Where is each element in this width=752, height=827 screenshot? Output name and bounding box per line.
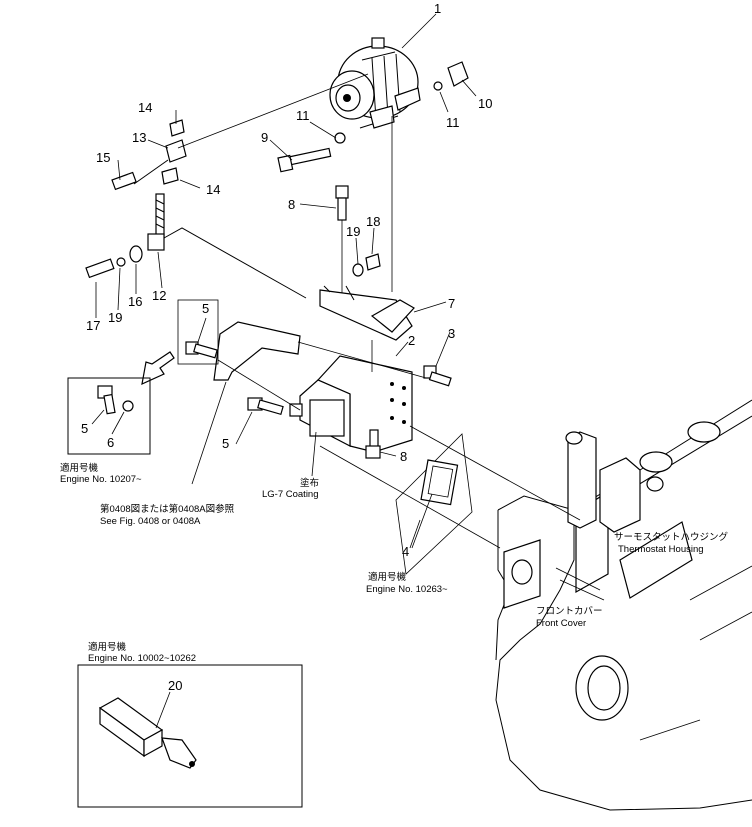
plate-support (177, 299, 301, 381)
callout-3: 3 (448, 326, 455, 341)
callout-5-upper: 5 (202, 301, 209, 316)
callouts: 1 2 3 4 5 5 5 6 7 8 8 9 10 11 11 12 13 1… (81, 1, 492, 693)
callout-12: 12 (152, 288, 166, 303)
engine-block (495, 399, 752, 811)
callout-8-upper: 8 (288, 197, 295, 212)
note-thermostat-jp: サーモスタットハウジング (614, 531, 729, 543)
bracket-10 (447, 61, 469, 87)
callout-19-right: 19 (346, 224, 360, 239)
note-coating-jp: 塗布 (300, 477, 319, 489)
bracket-7 (319, 116, 415, 341)
callout-14-upper: 14 (138, 100, 152, 115)
arrow-to-inset (141, 351, 175, 386)
bolt-5-lower (247, 397, 303, 417)
inset-box-bolt-washer (67, 377, 151, 455)
bolt-3 (423, 365, 452, 387)
callout-9: 9 (261, 130, 268, 145)
note-engine-c-jp: 適用号機 (88, 641, 127, 653)
callout-5-lower: 5 (222, 436, 229, 451)
callout-15: 15 (96, 150, 110, 165)
callout-4: 4 (402, 544, 409, 559)
note-thermostat-en: Thermostat Housing (618, 544, 704, 555)
note-engine-b-en: Engine No. 10263~ (366, 584, 448, 595)
bracket-2 (299, 340, 413, 453)
note-see-fig-jp: 第0408図または第0408A図参照 (100, 503, 235, 515)
note-engine-c-en: Engine No. 10002~10262 (88, 653, 196, 664)
callout-5-inset: 5 (81, 421, 88, 436)
callout-6: 6 (107, 435, 114, 450)
bolt-9 (277, 132, 346, 173)
note-engine-b-jp: 適用号機 (368, 571, 407, 583)
bolt-8-lower (365, 429, 381, 459)
callout-18: 18 (366, 214, 380, 229)
alternator (329, 37, 421, 129)
leader-lines (177, 73, 581, 549)
callout-7: 7 (448, 296, 455, 311)
adjust-rod-assembly (85, 119, 307, 299)
callout-1: 1 (434, 1, 441, 16)
bolt-8-upper (335, 185, 349, 300)
note-engine-a-en: Engine No. 10207~ (60, 474, 142, 485)
inset-box-pin (77, 664, 303, 808)
callout-17: 17 (86, 318, 100, 333)
callout-8-lower: 8 (400, 449, 407, 464)
note-engine-a-jp: 適用号機 (60, 462, 99, 474)
callout-11-left: 11 (296, 108, 310, 123)
callout-10: 10 (478, 96, 492, 111)
callout-13: 13 (132, 130, 146, 145)
callout-11-right: 11 (446, 115, 460, 130)
callout-19-left: 19 (108, 310, 122, 325)
gasket-4 (395, 433, 473, 575)
note-front-cover-en: Front Cover (536, 618, 586, 629)
callout-20: 20 (168, 678, 182, 693)
note-front-cover-jp: フロントカバー (536, 606, 603, 617)
callout-16: 16 (128, 294, 142, 309)
washer-11-right (433, 81, 443, 91)
note-coating-en: LG-7 Coating (262, 489, 319, 500)
nut-18 (365, 253, 381, 271)
notes: 適用号機 Engine No. 10207~ 第0408図または第0408A図参… (60, 462, 729, 664)
callout-14-lower: 14 (206, 182, 220, 197)
callout-leaders (91, 13, 477, 549)
washer-19 (352, 263, 364, 277)
callout-2: 2 (408, 333, 415, 348)
note-see-fig-en: See Fig. 0408 or 0408A (100, 516, 201, 527)
